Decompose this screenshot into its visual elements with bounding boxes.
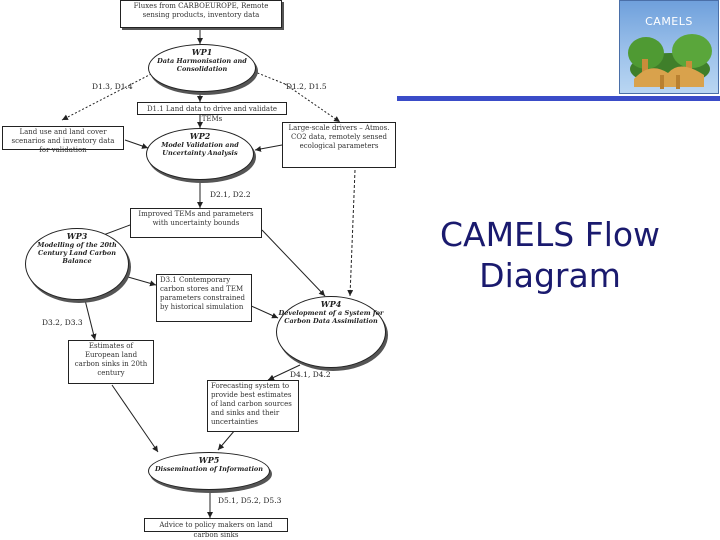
label-d51-d53: D5.1, D5.2, D5.3 (218, 496, 282, 505)
bottom-advice-box: Advice to policy makers on land carbon s… (144, 518, 288, 539)
right-drivers-box: Large-scale drivers – Atmos. CO2 data, r… (282, 122, 396, 168)
label-d32-d33: D3.2, D3.3 (42, 318, 83, 327)
wp5-node: WP5 Dissemination of Information (148, 452, 270, 490)
arrow-wp4-forecasting (267, 364, 301, 381)
improved-tems-box: Improved TEMs and parameters with uncert… (130, 208, 262, 238)
camels-logo: CAMELS (619, 0, 719, 94)
arrow-wp1-left (61, 71, 156, 121)
wp1-node: WP1 Data Harmonisation and Consolidation (148, 44, 256, 92)
title-line-1: CAMELS Flow (439, 215, 661, 254)
wp2-text: Model Validation and Uncertainty Analysi… (161, 141, 239, 157)
left-validation-box: Land use and land cover scenarios and in… (2, 126, 124, 154)
arrow-drivers-wp2 (254, 144, 283, 152)
label-d21-d22: D2.1, D2.2 (210, 190, 251, 199)
title-line-2: Diagram (479, 256, 621, 295)
wp1-id: WP1 (191, 47, 213, 57)
wp4-node: WP4 Development of a System for Carbon D… (276, 296, 386, 368)
d31-box: D3.1 Contemporary carbon stores and TEM … (156, 274, 252, 322)
arrow-drivers-wp4 (347, 169, 356, 297)
wp5-text: Dissemination of Information (155, 465, 263, 473)
d11-box: D1.1 Land data to drive and validate TEM… (137, 102, 287, 123)
wp3-id: WP3 (66, 231, 88, 241)
estimates-box: Estimates of European land carbon sinks … (68, 340, 154, 384)
camel-tree-icon (628, 34, 712, 89)
wp2-id: WP2 (189, 131, 211, 141)
label-d13-d14: D1.3, D1.4 (92, 82, 133, 91)
arrow-improved-wp4 (261, 229, 326, 297)
title-accent-bar (397, 96, 720, 101)
slide-title: CAMELS Flow Diagram (420, 214, 680, 296)
top-data-box: Fluxes from CARBOEUROPE, Remote sensing … (120, 0, 282, 28)
wp4-text: Development of a System for Carbon Data … (278, 309, 384, 325)
wp2-node: WP2 Model Validation and Uncertainty Ana… (146, 128, 254, 180)
wp1-text: Data Harmonisation and Consolidation (157, 57, 247, 73)
wp3-text: Modelling of the 20th Century Land Carbo… (37, 241, 117, 265)
arrow-estimates-wp5 (111, 384, 159, 453)
arrow-forecasting-wp5 (217, 429, 236, 451)
label-d41-d42: D4.1, D4.2 (290, 370, 331, 379)
label-d12-d15: D1.2, D1.5 (286, 82, 327, 91)
wp5-id: WP5 (198, 455, 220, 465)
wp4-id: WP4 (320, 299, 342, 309)
forecasting-box: Forecasting system to provide best estim… (207, 380, 299, 432)
wp3-node: WP3 Modelling of the 20th Century Land C… (25, 228, 129, 300)
arrow-left-wp2 (124, 139, 149, 149)
arrow-wp3-estimates (84, 299, 97, 341)
logo-text: CAMELS (645, 15, 693, 28)
arrow-right-to-drivers (284, 83, 341, 123)
arrow-wp1-right (249, 69, 286, 85)
arrow-wp3-d31 (127, 276, 157, 287)
